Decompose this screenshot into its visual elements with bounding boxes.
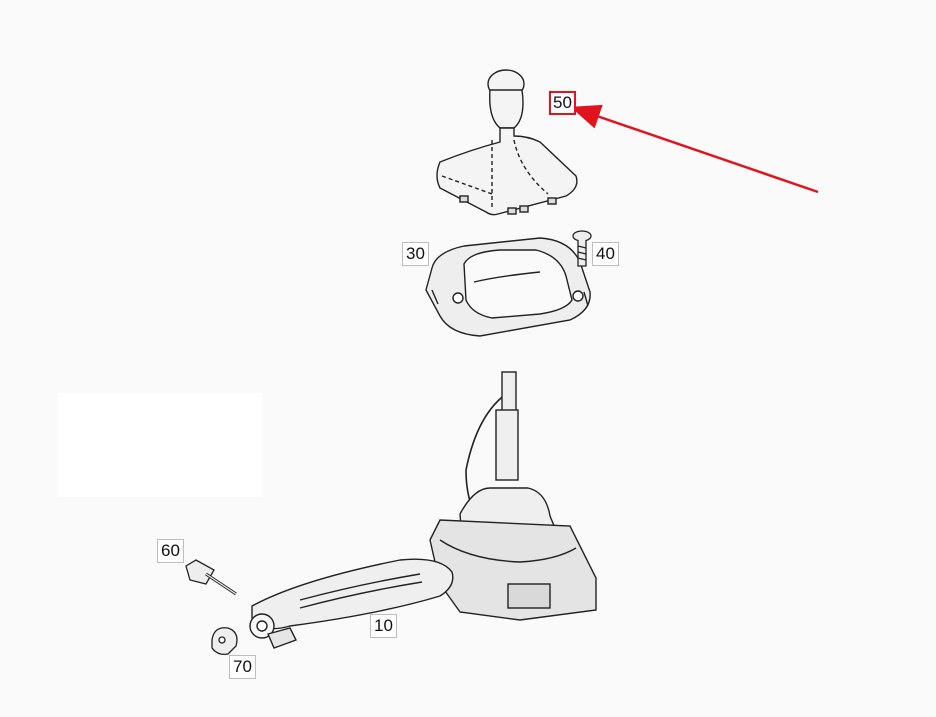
shift-mechanism[interactable] xyxy=(249,371,597,649)
label-40[interactable]: 40 xyxy=(592,242,619,266)
label-70[interactable]: 70 xyxy=(229,655,256,679)
screw[interactable] xyxy=(572,230,592,267)
label-10[interactable]: 10 xyxy=(370,614,397,638)
clip[interactable] xyxy=(211,627,238,656)
callout-arrow xyxy=(570,104,819,194)
pin[interactable] xyxy=(185,559,237,596)
label-30[interactable]: 30 xyxy=(402,242,429,266)
gear-knob-boot[interactable] xyxy=(436,69,578,216)
label-50[interactable]: 50 xyxy=(549,91,576,115)
label-60[interactable]: 60 xyxy=(157,539,184,563)
blank-panel xyxy=(58,393,262,497)
trim-frame[interactable] xyxy=(425,237,591,337)
